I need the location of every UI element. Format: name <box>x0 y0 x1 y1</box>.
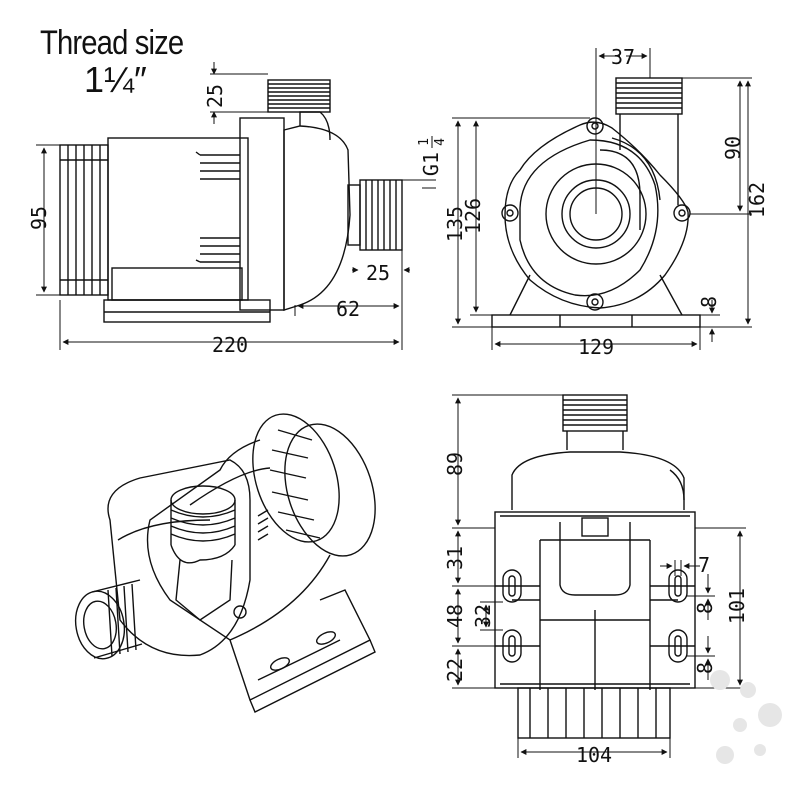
bottom-rear-cap <box>517 687 671 739</box>
bottom-dim-outlet-height: 89 <box>443 452 467 476</box>
front-dim-outlet-offset: 37 <box>611 45 635 69</box>
bottom-mount-slots <box>495 569 695 663</box>
side-view-dimensions <box>36 62 436 350</box>
side-dim-total-length: 220 <box>212 333 248 357</box>
iso-motor-body <box>146 439 331 641</box>
side-front-inlet <box>347 179 403 251</box>
front-dim-outlet-center-height: 90 <box>721 136 745 160</box>
side-wires <box>195 151 240 263</box>
side-dim-outlet-length: 25 <box>366 261 390 285</box>
bottom-dim-base-depth: 101 <box>725 588 749 624</box>
bottom-dim-base-width: 104 <box>576 743 612 767</box>
side-volute <box>283 125 351 311</box>
front-dim-housing-height: 135 <box>443 206 467 242</box>
bottom-base-plate <box>494 511 696 690</box>
side-dim-outlet-thread-den: 4 <box>433 138 448 146</box>
decorative-dots <box>710 670 782 764</box>
iso-top-outlet <box>170 485 236 621</box>
front-view-dimensions <box>452 48 752 350</box>
bottom-top-outlet <box>562 394 628 450</box>
thread-size-value: 1¼″ <box>84 59 147 100</box>
side-dim-outlet-thread-label: G1 <box>419 152 443 176</box>
bottom-dim-hole-spacing: 48 <box>443 604 467 628</box>
side-dim-front-to-outlet: 62 <box>336 297 360 321</box>
bottom-dim-inner-spacing: 32 <box>471 604 495 628</box>
side-dim-body-height: 95 <box>27 206 51 230</box>
bottom-dim-slot-height-bottom: 8 <box>693 662 717 674</box>
front-housing <box>504 121 689 309</box>
bottom-dim-bottom-offset: 22 <box>443 658 467 682</box>
side-flange <box>239 117 285 311</box>
side-dim-outlet-thread-num: 1 <box>417 138 432 146</box>
iso-volute <box>107 459 251 657</box>
side-dim-outlet-thread: G1 1 4 <box>417 136 448 176</box>
thread-size-title: Thread size <box>40 24 184 62</box>
front-dim-base-width: 129 <box>578 335 614 359</box>
bottom-dim-slot-width: 7 <box>698 553 710 577</box>
iso-base-foot <box>229 589 376 713</box>
bottom-dim-top-offset: 31 <box>443 546 467 570</box>
side-rear-cap <box>59 144 109 296</box>
iso-rear-cap <box>252 413 376 557</box>
side-dim-thread-height: 25 <box>203 84 227 108</box>
front-dim-total-height: 162 <box>745 182 769 218</box>
front-dim-foot-thickness: 8 <box>697 296 721 308</box>
front-mount-holes <box>501 117 691 311</box>
front-dim-housing-inner: 126 <box>461 198 485 234</box>
front-view <box>491 77 701 328</box>
iso-front-inlet <box>74 579 143 660</box>
isometric-view <box>74 413 376 713</box>
iso-bolt <box>233 605 247 619</box>
bottom-view <box>494 394 696 739</box>
side-view <box>59 79 403 323</box>
side-top-outlet <box>267 79 331 141</box>
front-top-outlet <box>615 77 683 205</box>
side-base-foot <box>103 299 271 323</box>
front-base-plate <box>491 314 701 328</box>
bottom-dim-slot-height-top: 8 <box>693 602 717 614</box>
bottom-housing-dome <box>511 451 685 510</box>
